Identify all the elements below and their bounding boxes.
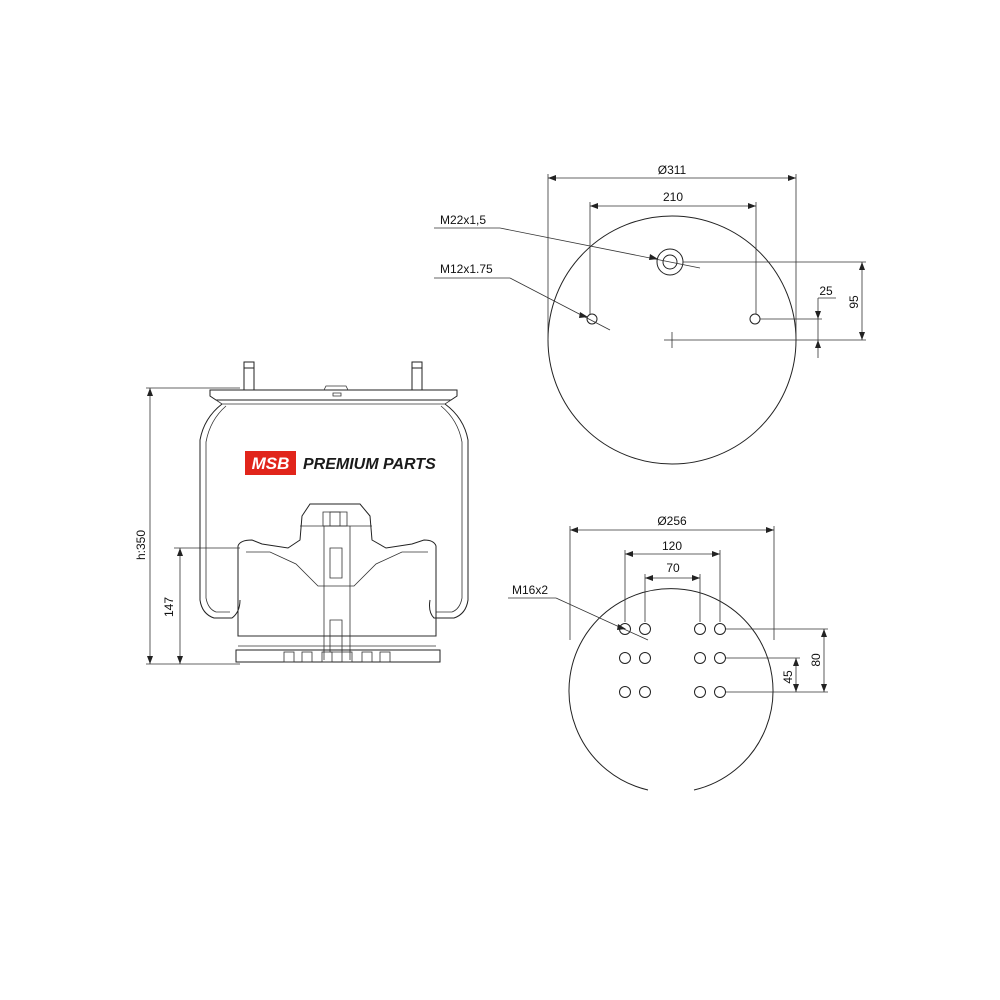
stud-thread-label: M12x1.75: [440, 262, 493, 276]
bolt-hole: [694, 623, 706, 635]
bolt-hole: [714, 686, 726, 698]
height-dimension: [146, 387, 240, 665]
air-fitting-thread-label: M22x1,5: [440, 213, 486, 227]
stud-hole-right: [749, 313, 761, 325]
msb-logo: MSB PREMIUM PARTS: [245, 451, 436, 475]
top-diameter-dimension: [547, 174, 797, 340]
offset-25-dimension: [760, 297, 836, 358]
hole-thread-label: M16x2: [512, 583, 548, 597]
outer-spacing-label: 120: [662, 539, 682, 553]
bolt-hole: [639, 652, 651, 664]
mounting-stud-left: [243, 361, 255, 391]
logo-tagline: PREMIUM PARTS: [303, 456, 436, 473]
logo-mark: MSB: [252, 454, 290, 473]
top-diameter-label: Ø311: [658, 163, 687, 177]
outer-row-dimension: [726, 628, 828, 693]
stud-hole-left: [586, 313, 598, 325]
bolt-hole: [619, 686, 631, 698]
bolt-hole: [714, 652, 726, 664]
side-view: h:350 147: [134, 361, 469, 665]
bolt-hole: [639, 686, 651, 698]
top-plate-view: Ø311 210 M22x1,5 M12x1.75: [434, 163, 866, 465]
bottom-diameter-label: Ø256: [657, 514, 687, 528]
bolt-hole: [694, 652, 706, 664]
hole-thread-leader: [508, 597, 649, 641]
inner-spacing-label: 70: [666, 561, 680, 575]
offset-95-dimension: [680, 261, 866, 341]
inner-spacing-dimension: [644, 574, 701, 622]
piston-height-dimension: [174, 547, 240, 664]
logo-badge: [245, 451, 296, 475]
bolt-spacing-label: 210: [663, 190, 683, 204]
bottom-diameter-dimension: [569, 526, 775, 640]
bottom-plate-outline: [568, 588, 774, 791]
row-spacing-label: 45: [781, 670, 795, 684]
air-fitting-leader: [434, 227, 701, 269]
bolt-hole: [639, 623, 651, 635]
offset-95-label: 95: [847, 295, 861, 309]
outer-spacing-dimension: [624, 550, 721, 622]
bolt-spacing-dimension: [589, 202, 757, 314]
row-spacing-dimension: [726, 657, 800, 692]
piston: [235, 503, 441, 663]
mounting-stud-right: [411, 361, 423, 391]
outer-row-label: 80: [809, 653, 823, 667]
bolt-hole: [714, 623, 726, 635]
bolt-hole-pattern: [619, 623, 726, 698]
height-label: h:350: [134, 530, 148, 560]
bead-plate: [209, 385, 458, 405]
stud-thread-leader: [434, 277, 611, 331]
offset-25-label: 25: [819, 284, 833, 298]
bolt-hole: [619, 652, 631, 664]
bolt-hole: [694, 686, 706, 698]
air-fitting-inner: [662, 254, 678, 270]
bottom-plate-view: Ø256 120 70 M16x2: [508, 514, 828, 791]
piston-height-label: 147: [162, 597, 176, 617]
